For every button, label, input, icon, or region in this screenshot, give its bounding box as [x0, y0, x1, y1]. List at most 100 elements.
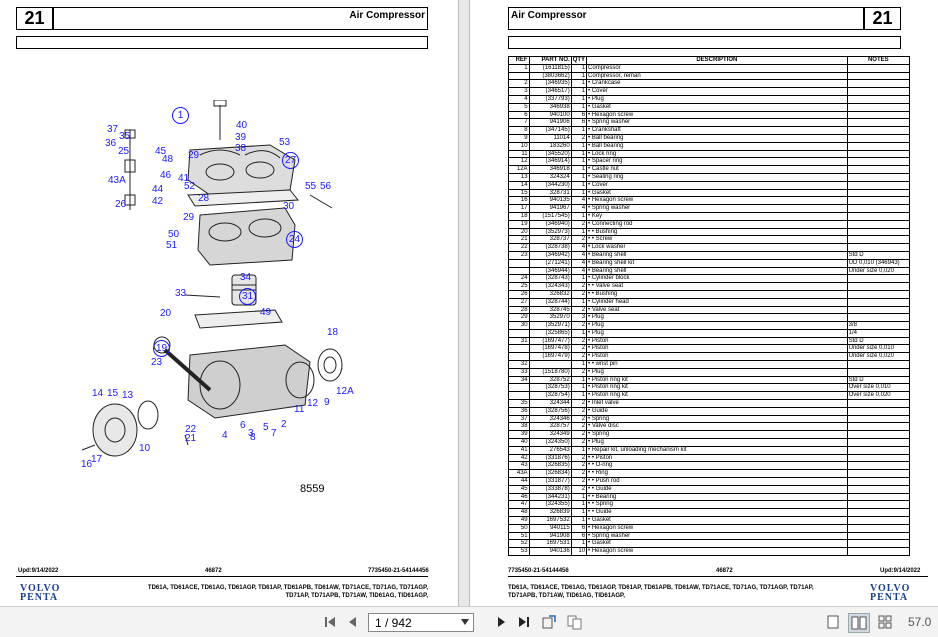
cell-description: • Piston ring kit	[586, 391, 848, 401]
cell-qty: 2	[570, 414, 588, 424]
cell-notes	[846, 188, 911, 198]
callout-27: 27	[282, 152, 299, 169]
callout-56: 56	[320, 181, 332, 192]
drawing-number: 8559	[300, 483, 325, 495]
cell-qty: 4	[570, 243, 588, 252]
table-header-row: REF PART NO. QTY DESCRIPTION NOTES	[508, 56, 911, 65]
cell-part-no: (1697477)	[528, 336, 572, 346]
cell-description: • Hexagon screw	[586, 523, 848, 533]
cell-notes	[846, 219, 911, 229]
cell-notes	[846, 180, 911, 190]
cell-notes	[846, 110, 911, 120]
callout-28: 28	[198, 193, 210, 204]
cell-ref: 38	[508, 422, 530, 432]
two-page-view-button[interactable]	[848, 613, 870, 633]
cell-qty: 2	[570, 219, 588, 229]
cell-description: • Crankshaft	[586, 126, 848, 135]
table-row: 12(346914)1• Spacer ring	[508, 157, 911, 167]
cell-ref	[508, 352, 530, 362]
table-row: 40(324350)2• Plug	[508, 438, 911, 447]
table-row: 43(326835)2• • O-ring	[508, 461, 911, 471]
callout-34: 34	[240, 272, 252, 283]
subheader-box	[16, 36, 428, 49]
cell-description: • Ball bearing	[586, 133, 848, 143]
cell-qty: 1	[570, 227, 588, 237]
subheader-box-right	[508, 36, 901, 49]
cell-part-no: (271241)	[528, 258, 572, 268]
prev-page-icon	[349, 617, 356, 627]
cell-qty: 2	[570, 289, 588, 299]
cell-part-no: (346944)	[528, 266, 572, 276]
copy-button[interactable]	[566, 613, 584, 631]
callout-36: 36	[105, 138, 117, 149]
cell-part-no: (328743)	[528, 274, 572, 284]
callout-9: 9	[324, 397, 330, 408]
cell-ref: 47	[508, 500, 530, 510]
cell-part-no: 1697531	[528, 539, 572, 549]
last-page-button[interactable]	[516, 613, 532, 631]
callout-16: 16	[81, 459, 93, 470]
rotate-page-icon	[542, 615, 556, 629]
cell-part-no: (344231)	[528, 492, 572, 502]
cell-description: • Piston	[586, 344, 848, 354]
callout-31: 31	[239, 288, 256, 305]
cell-notes	[846, 79, 911, 89]
cell-description: • Inlet valve	[586, 399, 848, 408]
cell-part-no: (328738)	[528, 243, 572, 252]
page-number-select[interactable]: 1 / 942	[368, 613, 474, 632]
page-number-box: 21	[16, 7, 53, 30]
page-title-right: Air Compressor	[511, 10, 587, 21]
callout-23: 23	[151, 357, 163, 368]
cell-description: • Lock washer	[586, 243, 848, 252]
cell-description: • • Guide	[586, 508, 848, 518]
continuous-view-button[interactable]	[876, 613, 894, 631]
cell-notes	[846, 87, 911, 96]
cell-description: • Spacer ring	[586, 157, 848, 167]
models-list-right: TD61A, TD61ACE, TD61AG, TD61AGP, TD61AP,…	[508, 584, 858, 600]
cell-description: • Plug	[586, 321, 848, 330]
cell-qty: 2	[570, 367, 588, 377]
cell-part-no: 352970	[528, 313, 572, 323]
cell-notes	[846, 445, 911, 455]
title-box: Air Compressor	[53, 7, 428, 30]
cell-ref: 53	[508, 547, 530, 556]
cell-notes	[846, 539, 911, 549]
cell-description: • Guide	[586, 406, 848, 416]
cell-notes	[846, 196, 911, 206]
cell-ref: 1	[508, 63, 530, 73]
cell-qty: 1	[570, 297, 588, 307]
cell-part-no: 324344	[528, 399, 572, 408]
zoom-value: 57.0	[908, 615, 932, 629]
cell-description: • • Ring	[586, 469, 848, 479]
cell-description: • Crankcase	[586, 79, 848, 89]
first-page-button[interactable]	[322, 613, 338, 631]
cell-part-no: 940135	[528, 196, 572, 206]
cell-qty: 1	[570, 508, 588, 518]
cell-ref: 24	[508, 274, 530, 284]
table-row: 11(345520)1• Lock ring	[508, 149, 911, 159]
table-row: 20(352973)1• • Bushing	[508, 227, 911, 237]
cell-description: • Spring washer	[586, 531, 848, 541]
cell-ref: 28	[508, 305, 530, 315]
cell-part-no: 328752	[528, 375, 572, 385]
cell-part-no: 941906	[528, 118, 572, 128]
single-page-view-button[interactable]	[825, 613, 841, 631]
table-row: 18(1517545)1• Key	[508, 211, 911, 221]
cell-qty: 1	[570, 172, 588, 182]
callout-51: 51	[166, 240, 178, 251]
cell-part-no: (346940)	[528, 219, 572, 229]
prev-page-button[interactable]	[344, 613, 360, 631]
cell-qty: 3	[570, 313, 588, 323]
table-row: 14(344230)1• Cover	[508, 180, 911, 190]
cell-description: • • Bushing	[586, 289, 848, 299]
cell-ref: 48	[508, 508, 530, 518]
next-page-button[interactable]	[494, 613, 510, 631]
rotate-button[interactable]	[540, 613, 558, 631]
table-row: 4(337793)1• Plug	[508, 94, 911, 104]
cell-ref: 3	[508, 87, 530, 96]
zoom-level[interactable]: 57.0	[908, 613, 938, 631]
